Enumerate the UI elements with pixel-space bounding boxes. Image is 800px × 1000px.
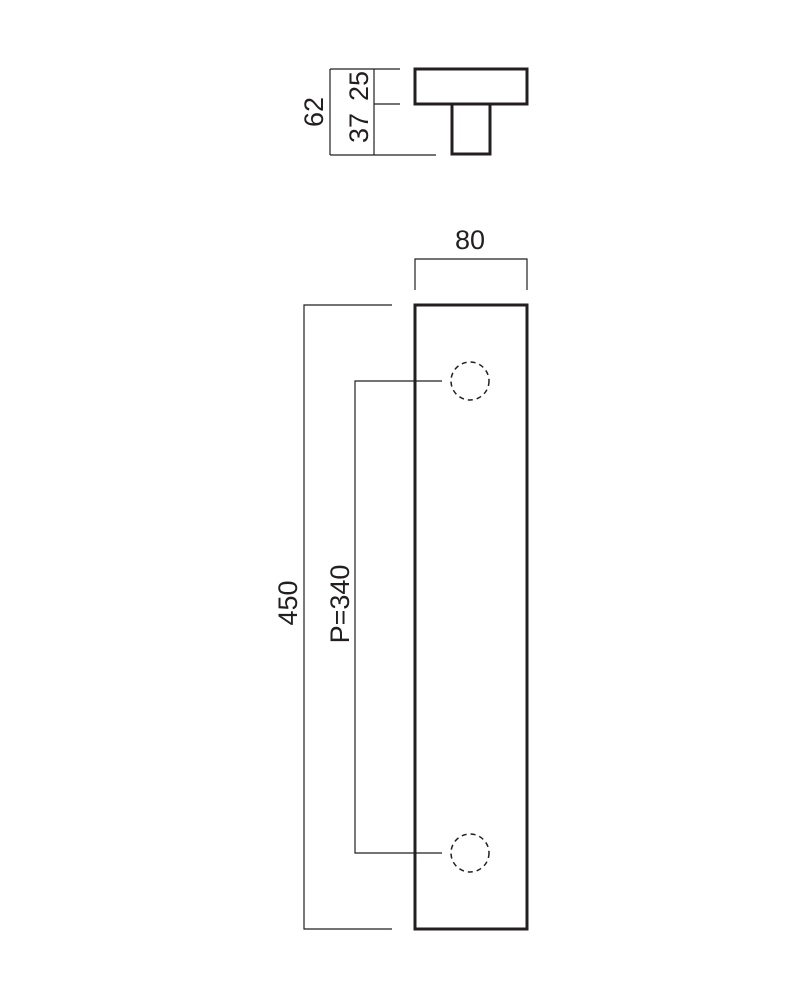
mounting-hole-bottom	[450, 833, 490, 873]
cap-height-label: 25	[344, 71, 374, 101]
side-view: 62 25 37	[299, 67, 529, 156]
dimension-line-width	[414, 258, 528, 290]
total-height-label: 62	[299, 97, 329, 127]
handle-bar-outline	[413, 303, 529, 931]
length-label: 450	[273, 580, 303, 625]
dimension-line-pitch	[354, 380, 442, 854]
handle-cap-outline	[413, 67, 529, 106]
pitch-label: P=340	[325, 565, 355, 644]
handle-post-outline	[450, 102, 492, 156]
mounting-hole-top	[450, 361, 490, 401]
front-view: 80 450 P=340	[273, 225, 529, 931]
width-label: 80	[455, 225, 485, 255]
dimension-line-length	[303, 304, 392, 930]
post-height-label: 37	[344, 113, 374, 143]
